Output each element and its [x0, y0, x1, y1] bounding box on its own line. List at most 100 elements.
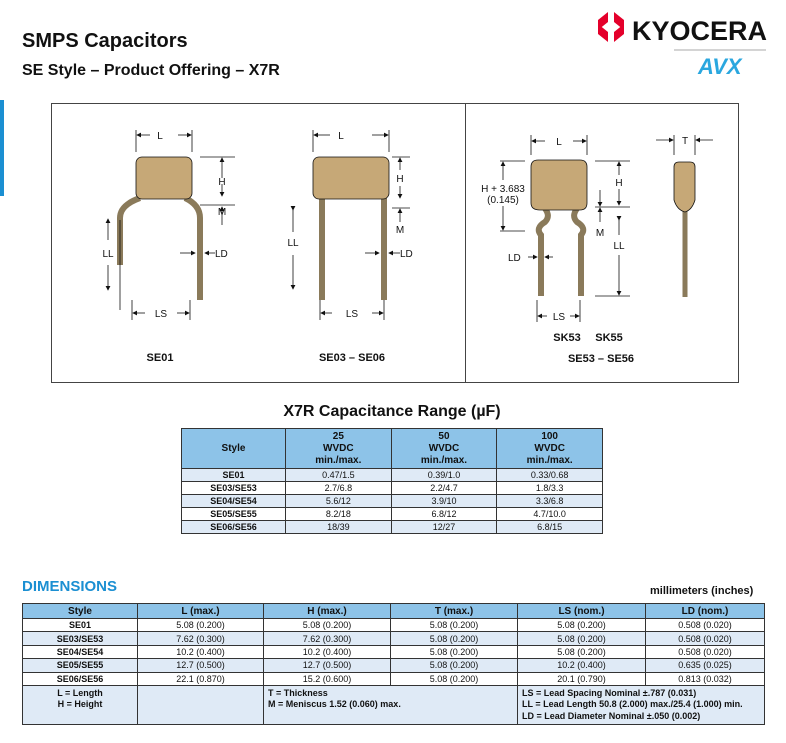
- value-cell: 3.3/6.8: [496, 494, 603, 508]
- header-l: L (max.): [137, 603, 264, 619]
- caption-se53-se56: SE53 – SE56: [568, 353, 634, 365]
- value-cell: 0.33/0.68: [496, 468, 603, 482]
- units-label: millimeters (inches): [650, 585, 754, 597]
- value-cell: 5.08 (0.200): [390, 617, 518, 633]
- dimensions-table: Style L (max.) H (max.) T (max.) LS (nom…: [22, 603, 765, 726]
- dim-label-l: L: [338, 131, 344, 142]
- caption-sk55: SK55: [595, 332, 623, 344]
- value-cell: 6.8/15: [496, 520, 603, 534]
- dim-label-h-plus: H + 3.683: [481, 184, 525, 195]
- value-cell: 0.508 (0.020): [645, 631, 765, 646]
- dim-label-ls: LS: [553, 312, 566, 323]
- value-cell: 2.7/6.8: [285, 481, 392, 495]
- capacitor-diagrams: L H M LL LD LS L H M LL LD LS L H + 3.68…: [102, 130, 713, 365]
- logo-kyocera-text: KYOCERA: [632, 16, 767, 46]
- value-cell: 5.08 (0.200): [517, 631, 646, 646]
- table-header-row: Style L (max.) H (max.) T (max.) LS (nom…: [22, 603, 765, 619]
- value-cell: 5.08 (0.200): [517, 644, 646, 660]
- dim-label-h: H: [615, 178, 622, 189]
- page-subtitle: SE Style – Product Offering – X7R: [22, 62, 280, 79]
- side-accent-bar: [0, 100, 4, 196]
- value-cell: 5.08 (0.200): [390, 631, 518, 646]
- value-cell: 0.39/1.0: [390, 468, 498, 482]
- value-cell: 1.8/3.3: [496, 481, 603, 495]
- value-cell: 0.813 (0.032): [645, 671, 765, 686]
- style-cell: SE04/SE54: [22, 644, 138, 660]
- value-cell: 5.08 (0.200): [517, 617, 646, 633]
- header-t: T (max.): [390, 603, 518, 619]
- value-cell: 15.2 (0.600): [263, 671, 391, 686]
- value-cell: 5.08 (0.200): [390, 671, 518, 686]
- se53-se56-diagram: [500, 135, 630, 322]
- value-cell: 10.2 (0.400): [263, 644, 391, 660]
- value-cell: 7.62 (0.300): [263, 631, 391, 646]
- dim-label-t: T: [682, 136, 688, 147]
- value-cell: 22.1 (0.870): [137, 671, 264, 686]
- legend-ls-ll-ld: LS = Lead Spacing Nominal ±.787 (0.031)L…: [517, 684, 765, 726]
- value-cell: 18/39: [285, 520, 392, 534]
- capacitance-table-title: X7R Capacitance Range (µF): [283, 403, 501, 420]
- style-cell: SE01: [181, 468, 286, 482]
- dim-label-ld: LD: [215, 249, 228, 260]
- dim-label-ll: LL: [613, 241, 625, 252]
- value-cell: 6.8/12: [390, 507, 498, 521]
- style-cell: SE06/SE56: [22, 671, 138, 686]
- style-cell: SE01: [22, 617, 138, 633]
- caption-se01: SE01: [147, 352, 174, 364]
- value-cell: 10.2 (0.400): [517, 658, 646, 673]
- page-title: SMPS Capacitors: [22, 30, 188, 52]
- caption-sk53: SK53: [553, 332, 581, 344]
- dim-label-h-plus-in: (0.145): [487, 195, 519, 206]
- value-cell: 0.508 (0.020): [645, 644, 765, 660]
- dim-label-ls: LS: [155, 309, 168, 320]
- dim-label-ll: LL: [287, 238, 299, 249]
- dim-label-ll: LL: [102, 249, 114, 260]
- dim-label-m: M: [396, 225, 404, 236]
- header-ls: LS (nom.): [517, 603, 646, 619]
- value-cell: 10.2 (0.400): [137, 644, 264, 660]
- dim-label-l: L: [556, 137, 562, 148]
- value-cell: 5.6/12: [285, 494, 392, 508]
- logo-avx-text: AVX: [697, 54, 743, 78]
- value-cell: 12/27: [390, 520, 498, 534]
- dim-label-h: H: [218, 177, 225, 188]
- value-cell: 2.2/4.7: [390, 481, 498, 495]
- style-cell: SE06/SE56: [181, 520, 286, 534]
- side-view-diagram: [656, 135, 713, 297]
- value-cell: 20.1 (0.790): [517, 671, 646, 686]
- dim-label-ls: LS: [346, 309, 359, 320]
- value-cell: 0.508 (0.020): [645, 617, 765, 633]
- diagram-divider: [465, 103, 466, 383]
- value-cell: 5.08 (0.200): [263, 617, 391, 633]
- value-cell: 8.2/18: [285, 507, 392, 521]
- value-cell: 12.7 (0.500): [137, 658, 264, 673]
- se03-se06-diagram: [290, 130, 410, 320]
- caption-se03-se06: SE03 – SE06: [319, 352, 385, 364]
- value-cell: 5.08 (0.200): [390, 658, 518, 673]
- header-h: H (max.): [263, 603, 391, 619]
- style-cell: SE05/SE55: [181, 507, 286, 521]
- kyocera-avx-logo: KYOCERA AVX: [598, 12, 767, 78]
- dim-label-l: L: [157, 131, 163, 142]
- value-cell: 12.7 (0.500): [263, 658, 391, 673]
- se01-diagram: [105, 130, 235, 320]
- style-cell: SE05/SE55: [22, 658, 138, 673]
- header-style: Style: [22, 603, 138, 619]
- style-cell: SE04/SE54: [181, 494, 286, 508]
- diagram-panel: [51, 103, 739, 383]
- value-cell: 5.08 (0.200): [137, 617, 264, 633]
- style-cell: SE03/SE53: [22, 631, 138, 646]
